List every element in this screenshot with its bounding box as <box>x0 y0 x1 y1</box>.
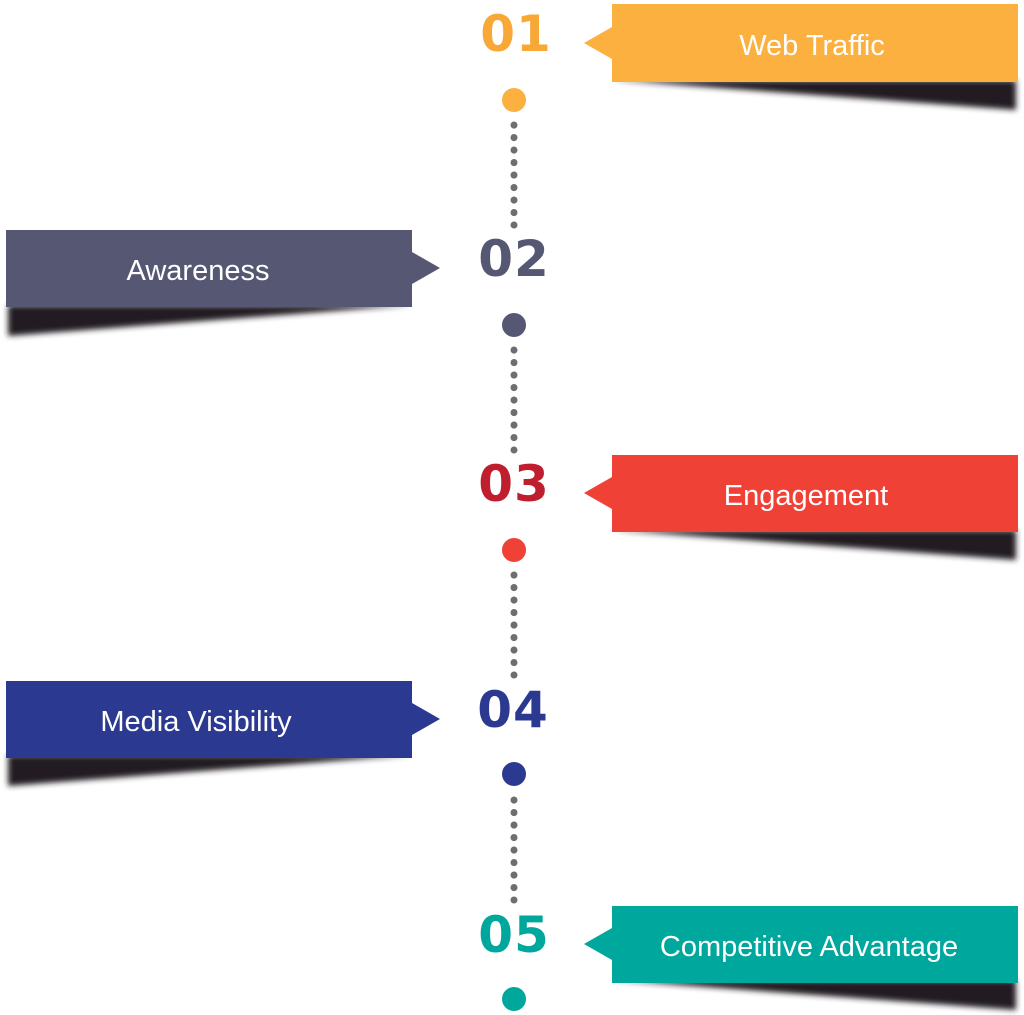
step-number: 01 <box>480 5 552 63</box>
step-number: 05 <box>478 906 550 964</box>
step-number: 02 <box>478 230 550 288</box>
label-shadow <box>612 530 1016 560</box>
step-5: 05 Competitive Advantage <box>478 906 1018 1011</box>
label-box <box>6 230 440 307</box>
step-dot <box>502 987 526 1011</box>
label-shadow <box>8 755 412 786</box>
label-shadow <box>8 305 412 336</box>
label-text: Web Traffic <box>739 30 885 62</box>
step-dot <box>502 313 526 337</box>
label-text: Engagement <box>724 480 888 512</box>
step-dot <box>502 88 526 112</box>
label-box <box>584 455 1018 532</box>
step-number: 03 <box>478 455 550 513</box>
label-text: Media Visibility <box>100 706 292 738</box>
label-shadow <box>612 80 1016 110</box>
step-2: 02 Awareness <box>6 230 550 337</box>
step-number: 04 <box>477 681 549 739</box>
step-3: 03 Engagement <box>478 455 1018 562</box>
label-shadow <box>612 980 1016 1010</box>
label-box <box>6 681 440 758</box>
label-box <box>584 906 1018 983</box>
label-text: Competitive Advantage <box>660 931 958 963</box>
step-1: 01 Web Traffic <box>480 4 1018 112</box>
step-dot <box>502 762 526 786</box>
label-text: Awareness <box>127 255 270 287</box>
step-dot <box>502 538 526 562</box>
step-4: 04 Media Visibility <box>6 681 549 786</box>
label-box <box>584 4 1018 82</box>
